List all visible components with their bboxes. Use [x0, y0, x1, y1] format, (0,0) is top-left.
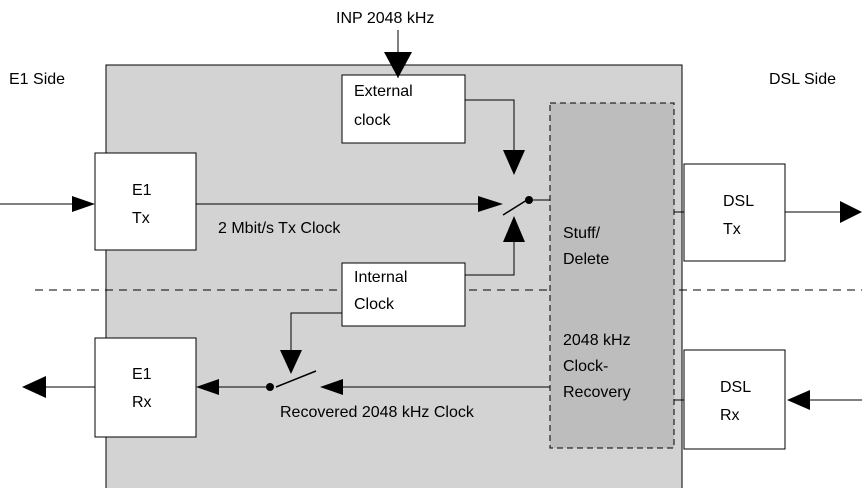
external-clock-label-1: External	[354, 83, 413, 100]
rx-switch-to-e1-arrowhead	[196, 379, 219, 395]
internal-to-rx-line	[290, 312, 342, 355]
external-clock-line	[465, 99, 515, 155]
recovered-clock-arrowhead	[320, 379, 343, 395]
tx-switch-pivot	[525, 196, 533, 204]
dsl-rx-label-2: Rx	[720, 407, 740, 424]
dsl-input-arrowhead	[787, 390, 810, 410]
dsl-rx-box	[683, 349, 786, 450]
clock-recovery-label-3: Recovery	[563, 384, 631, 401]
external-clock-arrowhead	[503, 150, 525, 175]
e1-input-arrowhead	[72, 196, 95, 212]
dsl-tx-label-2: Tx	[723, 221, 741, 238]
dsl-rx-label-1: DSL	[720, 379, 751, 396]
external-clock-box	[341, 74, 466, 144]
e1-rx-box	[94, 337, 197, 438]
dsl-side-label: DSL Side	[769, 71, 836, 88]
e1-output-arrowhead	[22, 376, 46, 398]
rx-switch-pivot	[266, 383, 274, 391]
tx-switch-blade	[502, 199, 528, 216]
dsl-tx-box	[683, 163, 786, 262]
dsl-tx-label-1: DSL	[723, 193, 754, 210]
stuff-delete-region	[549, 102, 675, 449]
internal-clock-arrowhead	[503, 216, 525, 242]
internal-clock-label-2: Clock	[354, 296, 395, 313]
clock-recovery-label-1: 2048 kHz	[563, 332, 631, 349]
stuff-delete-label-2: Delete	[563, 251, 609, 268]
tx-clock-arrowhead	[478, 196, 503, 212]
external-clock-label-2: clock	[354, 112, 391, 129]
tx-clock-label: 2 Mbit/s Tx Clock	[218, 220, 341, 237]
internal-clock-label-1: Internal	[354, 269, 407, 286]
e1-tx-box	[94, 152, 197, 251]
input-arrowhead	[384, 52, 412, 78]
e1-side-label: E1 Side	[9, 71, 65, 88]
e1-tx-label-1: E1	[132, 182, 152, 199]
internal-clock-line	[465, 240, 515, 276]
rx-switch-blade	[275, 370, 317, 388]
e1-rx-label-1: E1	[132, 366, 152, 383]
recovered-clock-label: Recovered 2048 kHz Clock	[280, 404, 475, 421]
e1-tx-label-2: Tx	[132, 210, 150, 227]
e1-rx-label-2: Rx	[132, 394, 152, 411]
internal-to-rx-arrowhead	[280, 350, 302, 374]
clock-recovery-label-2: Clock-	[563, 358, 608, 375]
stuff-delete-label-1: Stuff/	[563, 225, 601, 242]
internal-clock-box	[341, 262, 466, 327]
input-label: INP 2048 kHz	[336, 10, 434, 27]
dsl-output-arrowhead	[840, 201, 862, 223]
